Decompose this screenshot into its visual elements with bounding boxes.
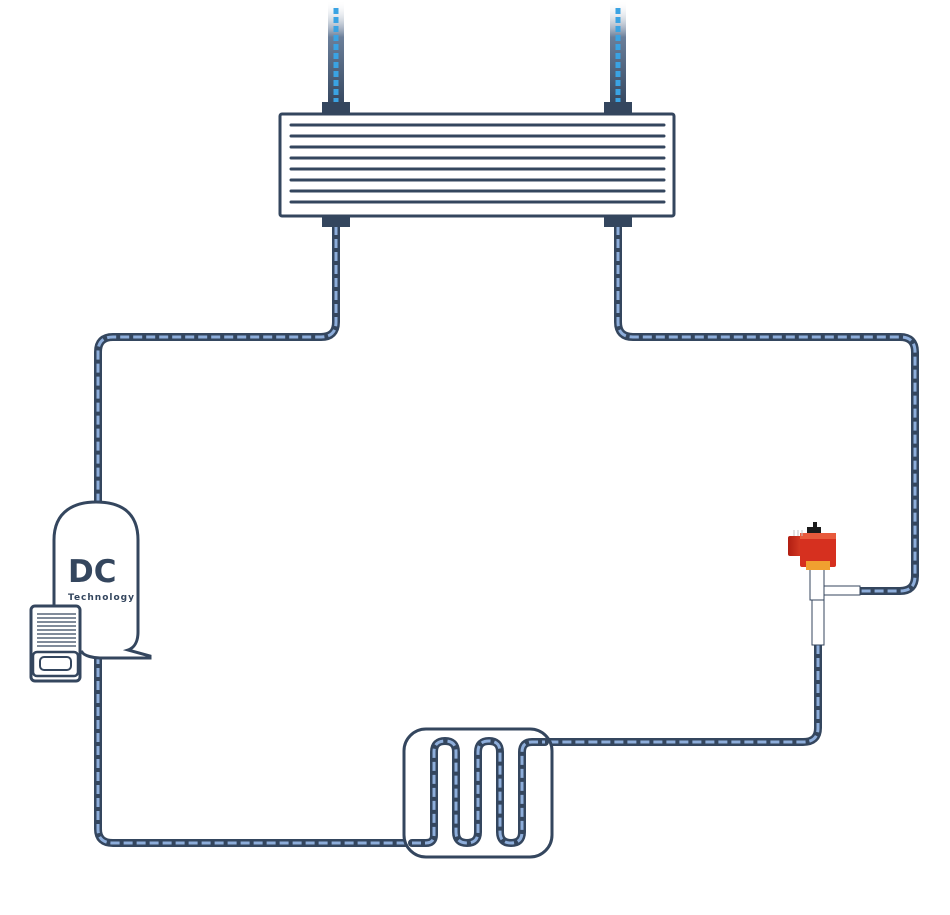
compressor: DC Technology (29, 500, 152, 683)
compressor-brand-text: DC (68, 554, 116, 590)
pipe-right-lower-fill (522, 645, 820, 744)
pipe-left-upper (94, 222, 340, 509)
coolant-inlet-right (610, 0, 626, 106)
red-valve-icon (788, 522, 836, 570)
compressor-terminal-box (29, 604, 82, 683)
coil-serpentine-fill (412, 739, 545, 845)
pipe-right-upper (614, 222, 919, 595)
solenoid-valve (788, 522, 861, 646)
radiator-fins (289, 123, 666, 204)
evaporator-coil (402, 727, 554, 859)
compressor-sub-text: Technology (68, 593, 135, 603)
condenser-radiator (278, 102, 676, 227)
pipe-right-lower (518, 641, 822, 746)
pipe-left-lower (94, 651, 416, 847)
coolant-inlet-left (328, 0, 344, 106)
pipe-right-upper-fill (616, 226, 917, 593)
pipe-left-lower-fill (96, 655, 412, 845)
refrigerant-pipe-loop (94, 222, 919, 847)
pipe-left-upper-fill (96, 226, 338, 505)
